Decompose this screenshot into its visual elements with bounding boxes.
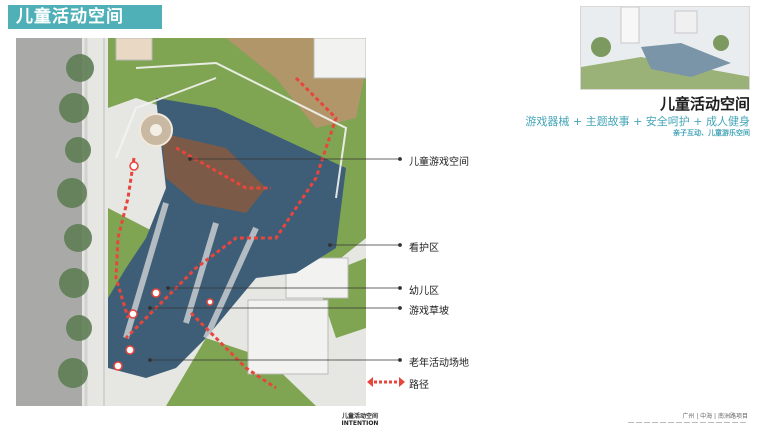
label-play-space: 儿童游戏空间: [409, 157, 469, 168]
footer-title: 儿童活动空间 INTENTION: [0, 413, 720, 427]
label-play-lawn: 游戏草坡: [409, 306, 449, 317]
label-care-area: 看护区: [409, 243, 439, 254]
path-route: [114, 76, 338, 390]
section-subheading: 游戏器械 + 主题故事 + 安全呵护 + 成人健身: [525, 115, 750, 128]
footer-fine-print: [628, 422, 748, 423]
footer-title-en: INTENTION: [341, 420, 379, 427]
play-markers: [113, 161, 214, 371]
label-toddler-area: 幼儿区: [409, 286, 439, 297]
path-legend-icon: [367, 377, 405, 387]
footer-project: 广州 | 中海 | 南洲路项目: [682, 413, 748, 420]
buildings: [115, 38, 366, 375]
site-plan: [16, 38, 366, 406]
section-tagline: 亲子互动、儿童游乐空间: [673, 129, 750, 137]
wood-deck: [161, 133, 266, 213]
footer-title-cn: 儿童活动空间: [341, 413, 378, 420]
reference-thumbnail: [580, 6, 750, 90]
section-heading: 儿童活动空间: [659, 95, 750, 113]
page-title: 儿童活动空间: [8, 5, 162, 29]
label-senior-area: 老年活动场地: [409, 358, 469, 369]
trees: [57, 54, 94, 388]
label-path: 路径: [409, 380, 429, 391]
